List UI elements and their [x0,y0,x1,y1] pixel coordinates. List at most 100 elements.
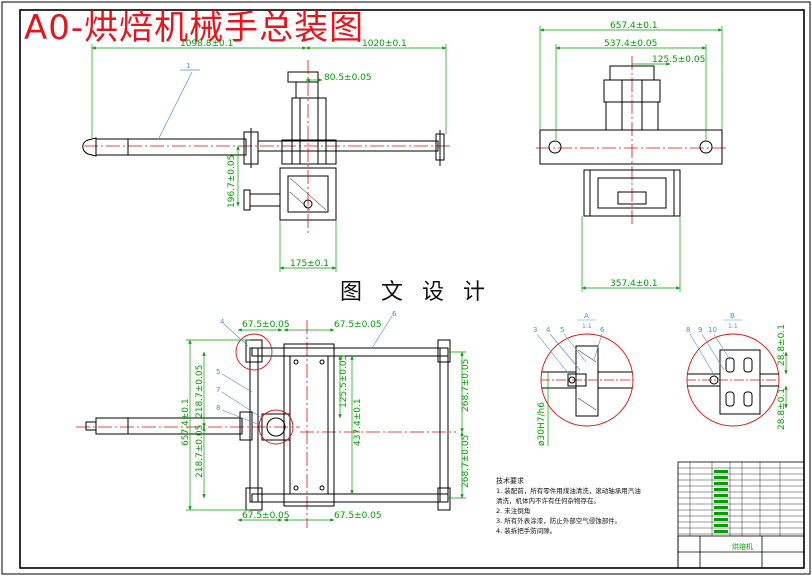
dim-plan-v4: 218.7±0.05 [195,365,205,418]
technical-note-line: 清洗，机体内不许有任何杂物存在。 [496,497,600,505]
parts-list-entry-mark [714,476,728,479]
front-gearbox-hatch-2 [289,191,311,211]
technical-notes: 技术要求 1. 装配前，所有零件用煤油清洗，滚动轴承用汽油 清洗，机体内不许有任… [496,476,676,536]
plan-balloon-7: 7 [216,386,220,394]
parts-list-entry-mark [714,518,728,521]
technical-note-line: 3. 所有外表涂漆，防止外部空气侵蚀部件。 [496,517,622,525]
front-motor-shaft-end [243,189,251,211]
dim-plan-v6: 268.7±0.05 [461,359,471,412]
parts-list-entry-mark [714,530,728,533]
detail-b-balloon-8: 8 [686,326,690,334]
detail-b-leader-9 [701,333,725,371]
front-arm-tube [95,138,247,156]
dim-front-bottom: 175±0.1 [290,259,329,269]
side-gearbox-motor [617,191,647,205]
technical-note-line: 1. 装配前，所有零件用煤油清洗，滚动轴承用汽油 [496,487,641,495]
plan-view [76,320,456,528]
front-dimensions [91,44,447,272]
front-dimension-texts: 1098.8±0.1 1020±0.1 80.5±0.05 196.7±0.05… [180,39,407,269]
side-gearbox [583,169,681,217]
technical-note-line: 4. 装拆把手防间隙。 [496,527,557,535]
dim-detail-b-d1: 28.8±0.1 [777,324,787,366]
front-balloon-1: 1 [186,62,190,70]
plan-carriage-bolt-1 [293,359,299,365]
detail-a: A 1:1 ø30H7/h6 3 4 5 6 [533,312,634,446]
plan-hub [261,413,291,441]
front-balloon: 1 [157,62,200,141]
plan-carriage [283,343,335,507]
parts-list-entry-mark [714,470,728,473]
detail-a-balloon-4: 4 [546,326,551,334]
plan-leader-8 [221,409,263,427]
side-crossbar-hole-right [699,140,713,154]
parts-list-entry-mark [714,482,728,485]
dim-front-side: 196.7±0.05 [227,155,237,208]
detail-b-label: B [730,312,735,320]
plan-leader-4 [223,323,249,347]
front-motor-shaft [249,193,281,207]
plan-hub-gear [266,417,286,437]
detail-a-balloon-6: 6 [600,326,605,334]
parts-list-entry-mark [714,512,728,515]
plan-rail-top [251,347,449,357]
plan-leader-6 [371,315,393,349]
side-crossbar [539,129,723,165]
plan-arm-tube [95,417,243,435]
front-column-flange [281,139,337,165]
plan-balloons: 4 5 6 7 8 [216,310,397,427]
plan-arm-clamp [239,411,253,441]
dim-plan-v2: 437.4±0.1 [353,398,363,446]
front-leader-1 [157,71,193,141]
front-arm-tip [82,137,97,157]
dim-plan-v7: 268.7±0.05 [461,435,471,488]
detail-b-balloon-9: 9 [698,326,702,334]
title-block-label: 烘焙机 [732,542,753,551]
plan-balloon-6: 6 [392,310,397,318]
plan-carriage-bolt-2 [319,359,325,365]
plan-bearing-br [437,487,451,511]
plan-rail-bottom [251,493,449,503]
sheet-inner-border [19,9,805,569]
plan-balloon-8: 8 [216,404,220,412]
plan-carriage-bolt-4 [319,485,325,491]
dim-plan-top-mid: 67.5±0.05 [334,320,382,330]
side-dimension-texts: 657.4±0.1 537.4±0.05 125.5±0.05 357.4±0.… [604,21,705,289]
detail-b-roller-bot [725,391,735,407]
dim-front-left-span: 1098.8±0.1 [180,39,233,49]
plan-balloon-5: 5 [216,368,220,376]
dim-side-top2: 537.4±0.05 [604,39,657,49]
plan-rail-right [439,347,449,503]
plan-carriage-inner [289,355,329,495]
parts-list-entry-mark [714,500,728,503]
side-gearbox-inner [597,177,667,209]
detail-a-housing [575,345,599,417]
plan-balloon-4: 4 [220,318,225,326]
dim-plan-bot-mid: 67.5±0.05 [334,511,382,521]
detail-a-leader-3 [536,333,573,379]
detail-b-roller-top [725,357,735,373]
plan-rail-left [249,347,259,503]
front-column-body [291,97,327,165]
side-dimensions [539,26,723,292]
detail-b-block [719,349,761,415]
detail-a-hatch-1 [577,349,597,363]
plan-bearing-bl [245,487,263,511]
dim-plan-bot-left: 67.5±0.05 [242,511,290,521]
front-view [82,60,450,236]
detail-b-leader-10 [713,333,731,361]
plan-dimension-texts: 67.5±0.05 67.5±0.05 67.5±0.05 67.5±0.05 … [181,320,471,521]
technical-notes-heading: 技术要求 [496,477,524,485]
detail-a-scale: 1:1 [582,323,592,330]
plan-bearing-tr [437,339,451,363]
plan-detail-circle-a [258,409,294,445]
detail-a-hatch-2 [577,397,597,411]
parts-list-entry-mark [714,488,728,491]
dim-plan-v1: 125.5±0.05 [339,355,349,408]
watermark-caption: 图 文 设 计 [340,280,491,305]
detail-b-roller-top-2 [743,357,753,373]
drawing-title: A0-烘焙机械手总装图 [24,8,365,48]
plan-detail-circle-b [235,333,273,371]
dim-detail-a-fit: ø30H7/h6 [537,402,547,446]
